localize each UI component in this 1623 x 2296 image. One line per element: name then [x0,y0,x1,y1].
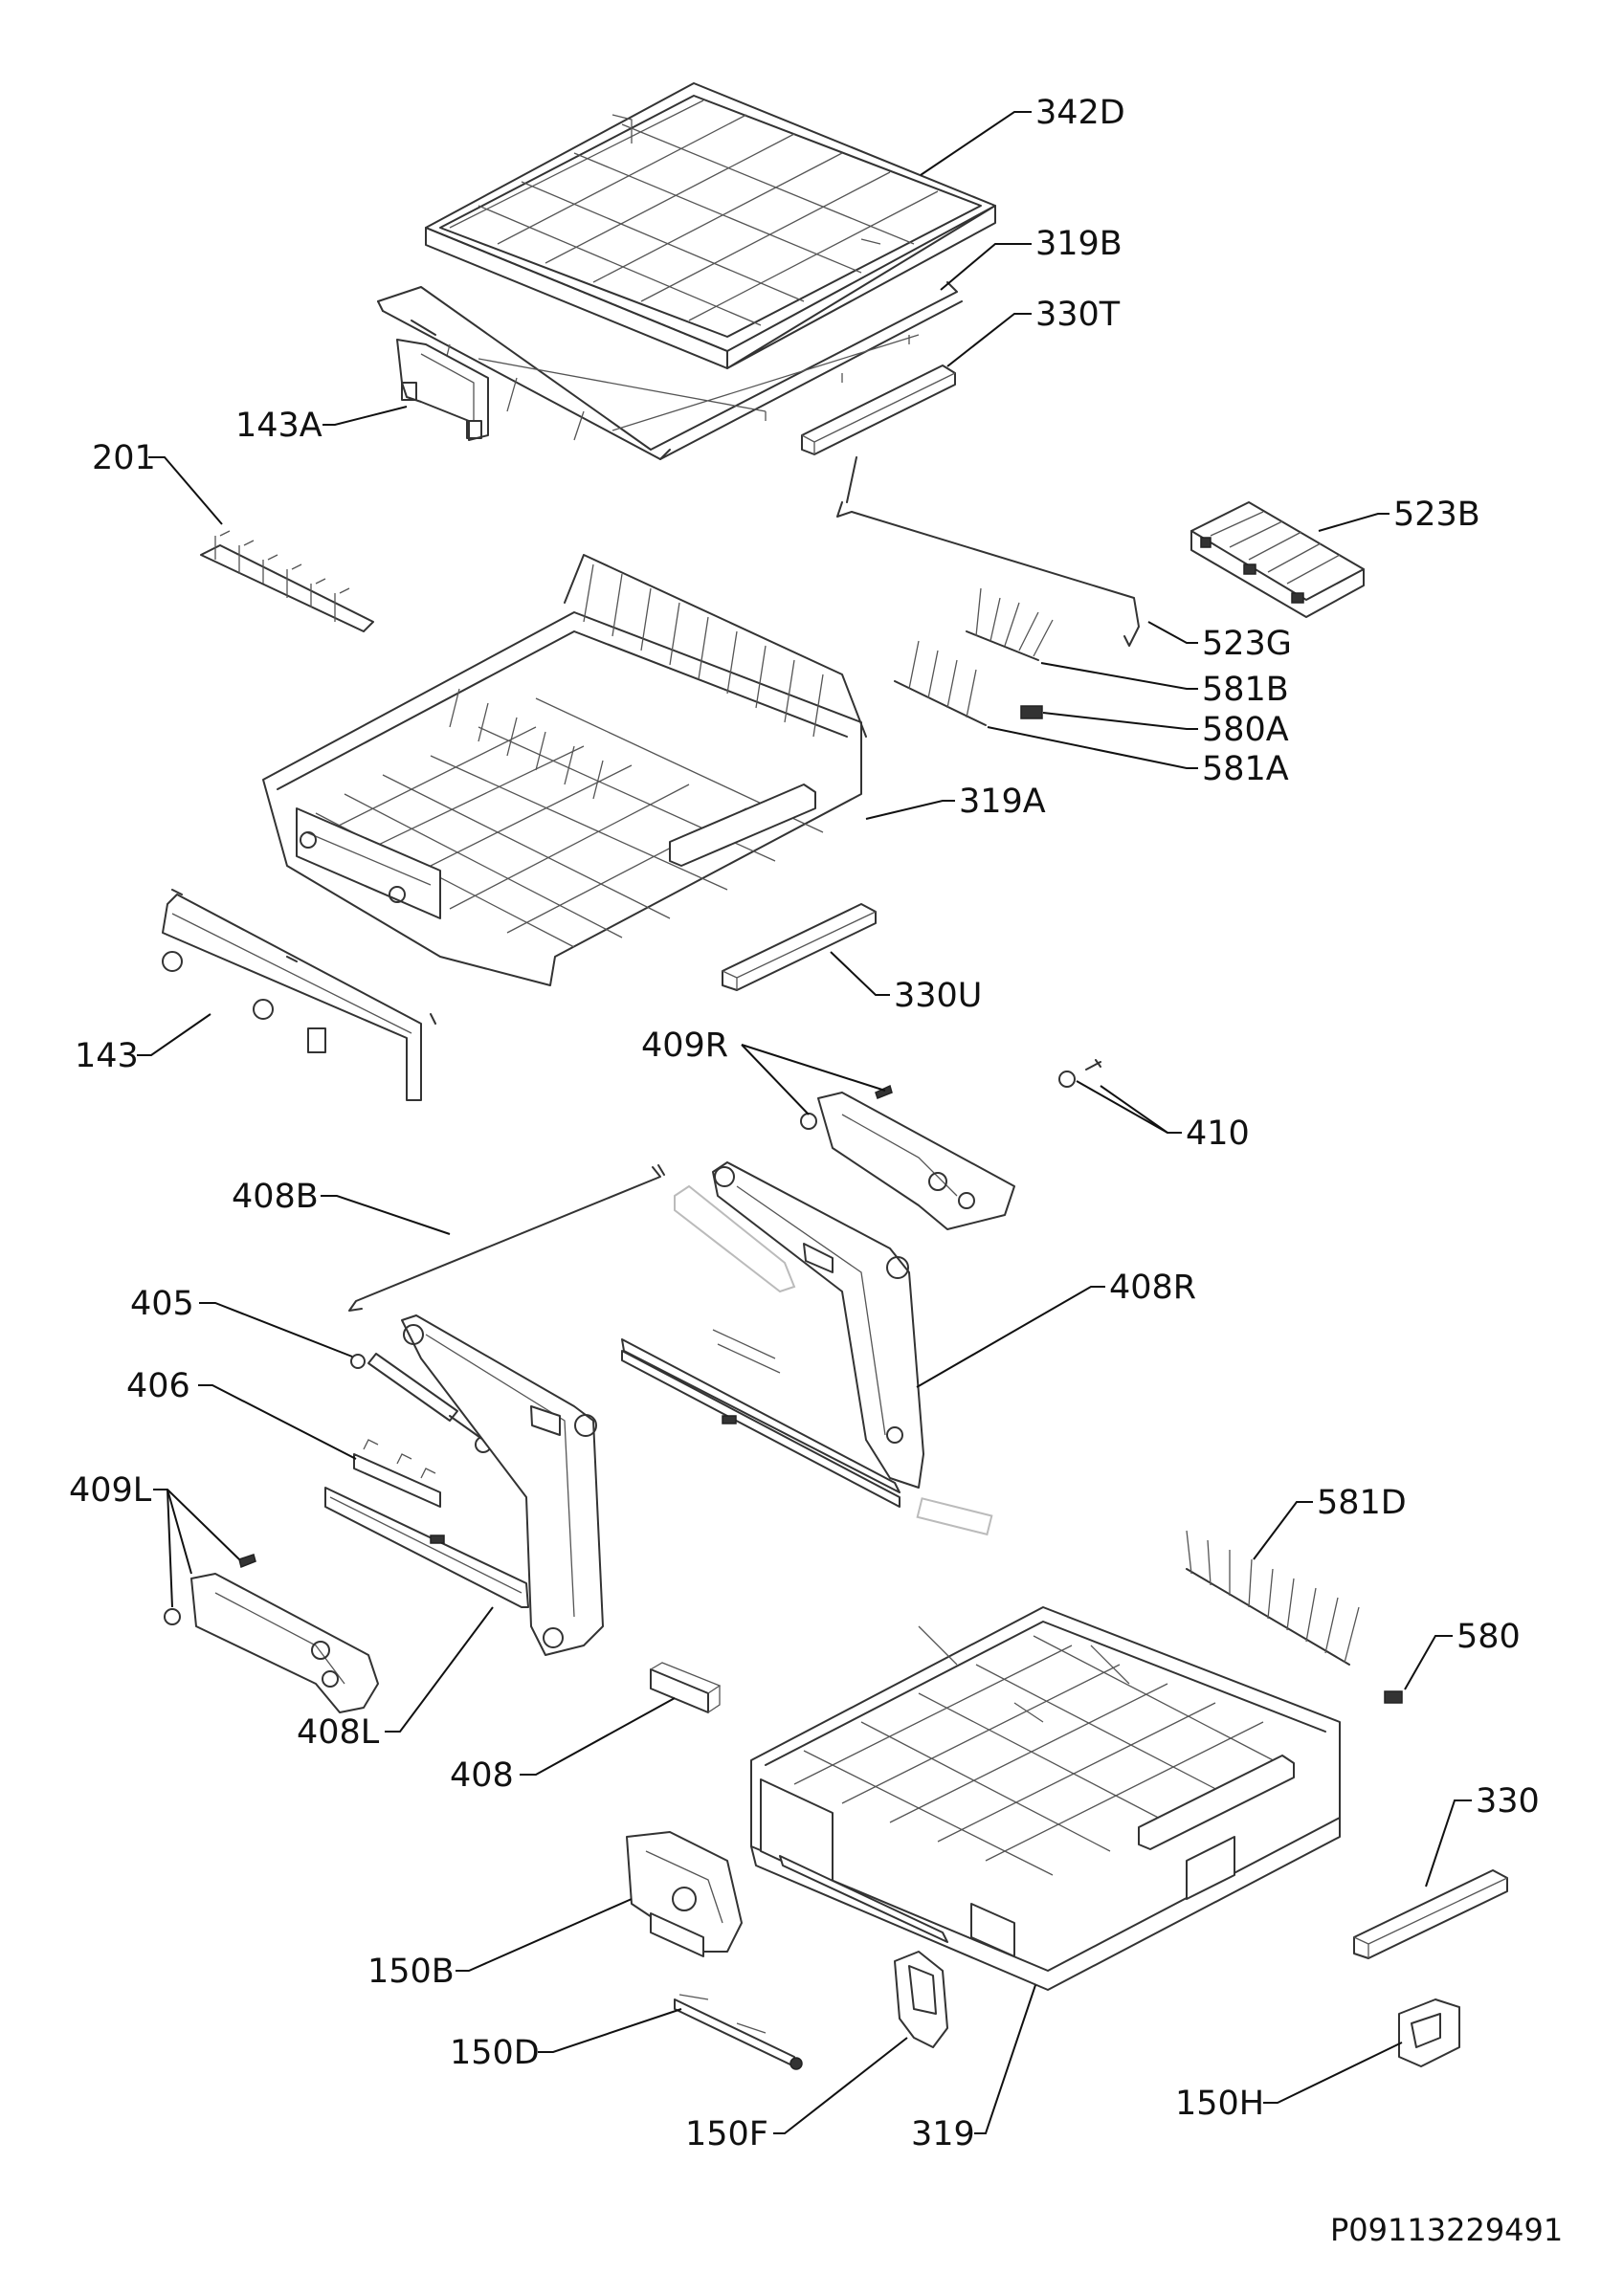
part-408-block [650,1662,722,1713]
part-523b-insert [1190,501,1365,618]
part-408b-rod [348,1164,665,1312]
callout-319b: 319B [1035,225,1123,263]
callout-201: 201 [92,439,156,477]
callout-143a: 143A [235,407,322,445]
part-581a-tines [894,640,987,726]
callout-409r: 409R [641,1027,728,1065]
part-319b-upper-rack-frame [377,281,963,460]
callout-150f: 150F [685,2115,768,2153]
callout-150h: 150H [1175,2085,1264,2123]
callout-408l: 408L [297,1713,380,1752]
callout-330: 330 [1476,1782,1540,1821]
callout-408b: 408B [232,1178,319,1216]
part-330u-handle [722,903,877,991]
part-143-rail [162,889,436,1101]
callout-409l: 409L [69,1471,152,1510]
part-150b-carrier [626,1831,743,1957]
part-408l-arm-assembly [324,1314,604,1656]
part-342d-cutlery-tray [425,82,996,369]
part-150d-rail [674,1994,803,2070]
callout-408: 408 [450,1756,514,1795]
part-408r-arm-assembly [621,1161,993,1536]
callout-581b: 581B [1202,671,1289,709]
part-581b-tines [966,587,1054,661]
callout-330t: 330T [1035,296,1121,334]
callout-150d: 150D [450,2034,540,2072]
part-143a-bracket [396,339,489,441]
part-581d-tines [1186,1530,1360,1666]
part-523g-wire [836,456,1140,647]
part-580a-clip [1020,705,1043,719]
callout-581a: 581A [1202,750,1289,788]
callout-580: 580 [1456,1618,1521,1656]
callout-580a: 580A [1202,711,1289,749]
part-406-slide-clip [353,1439,441,1508]
callout-405: 405 [130,1285,194,1323]
callout-143: 143 [75,1037,139,1075]
callout-150b: 150B [367,1953,455,1991]
callout-330u: 330U [894,977,982,1015]
part-150f-hook [894,1951,948,2048]
part-201-holder [200,530,374,632]
callout-408r: 408R [1109,1269,1196,1307]
callout-581d: 581D [1317,1484,1407,1522]
callout-342d: 342D [1035,94,1125,132]
callout-319: 319 [911,2115,975,2153]
part-409r-hinge [800,1084,1015,1230]
part-580-clip [1384,1690,1403,1704]
leader-lines [137,111,1472,2134]
part-330-handle [1353,1869,1508,1959]
callout-labels: 342D 319B 330T 143A 201 523B 523G 581B 5… [69,94,1540,2153]
callout-319a: 319A [959,783,1046,821]
document-code: P09113229491 [1330,2212,1563,2248]
callout-406: 406 [126,1367,190,1405]
callout-523g: 523G [1202,625,1292,663]
part-319a-upper-basket [262,554,867,986]
callout-410: 410 [1186,1115,1250,1153]
part-410-screw [1058,1059,1101,1088]
callout-523b: 523B [1393,496,1480,534]
part-330t-handle [801,364,956,455]
part-405-gas-spring [350,1353,492,1453]
part-319-lower-basket [750,1606,1341,1991]
part-150h-clip [1398,1998,1460,2067]
part-409l-hinge [164,1554,379,1713]
